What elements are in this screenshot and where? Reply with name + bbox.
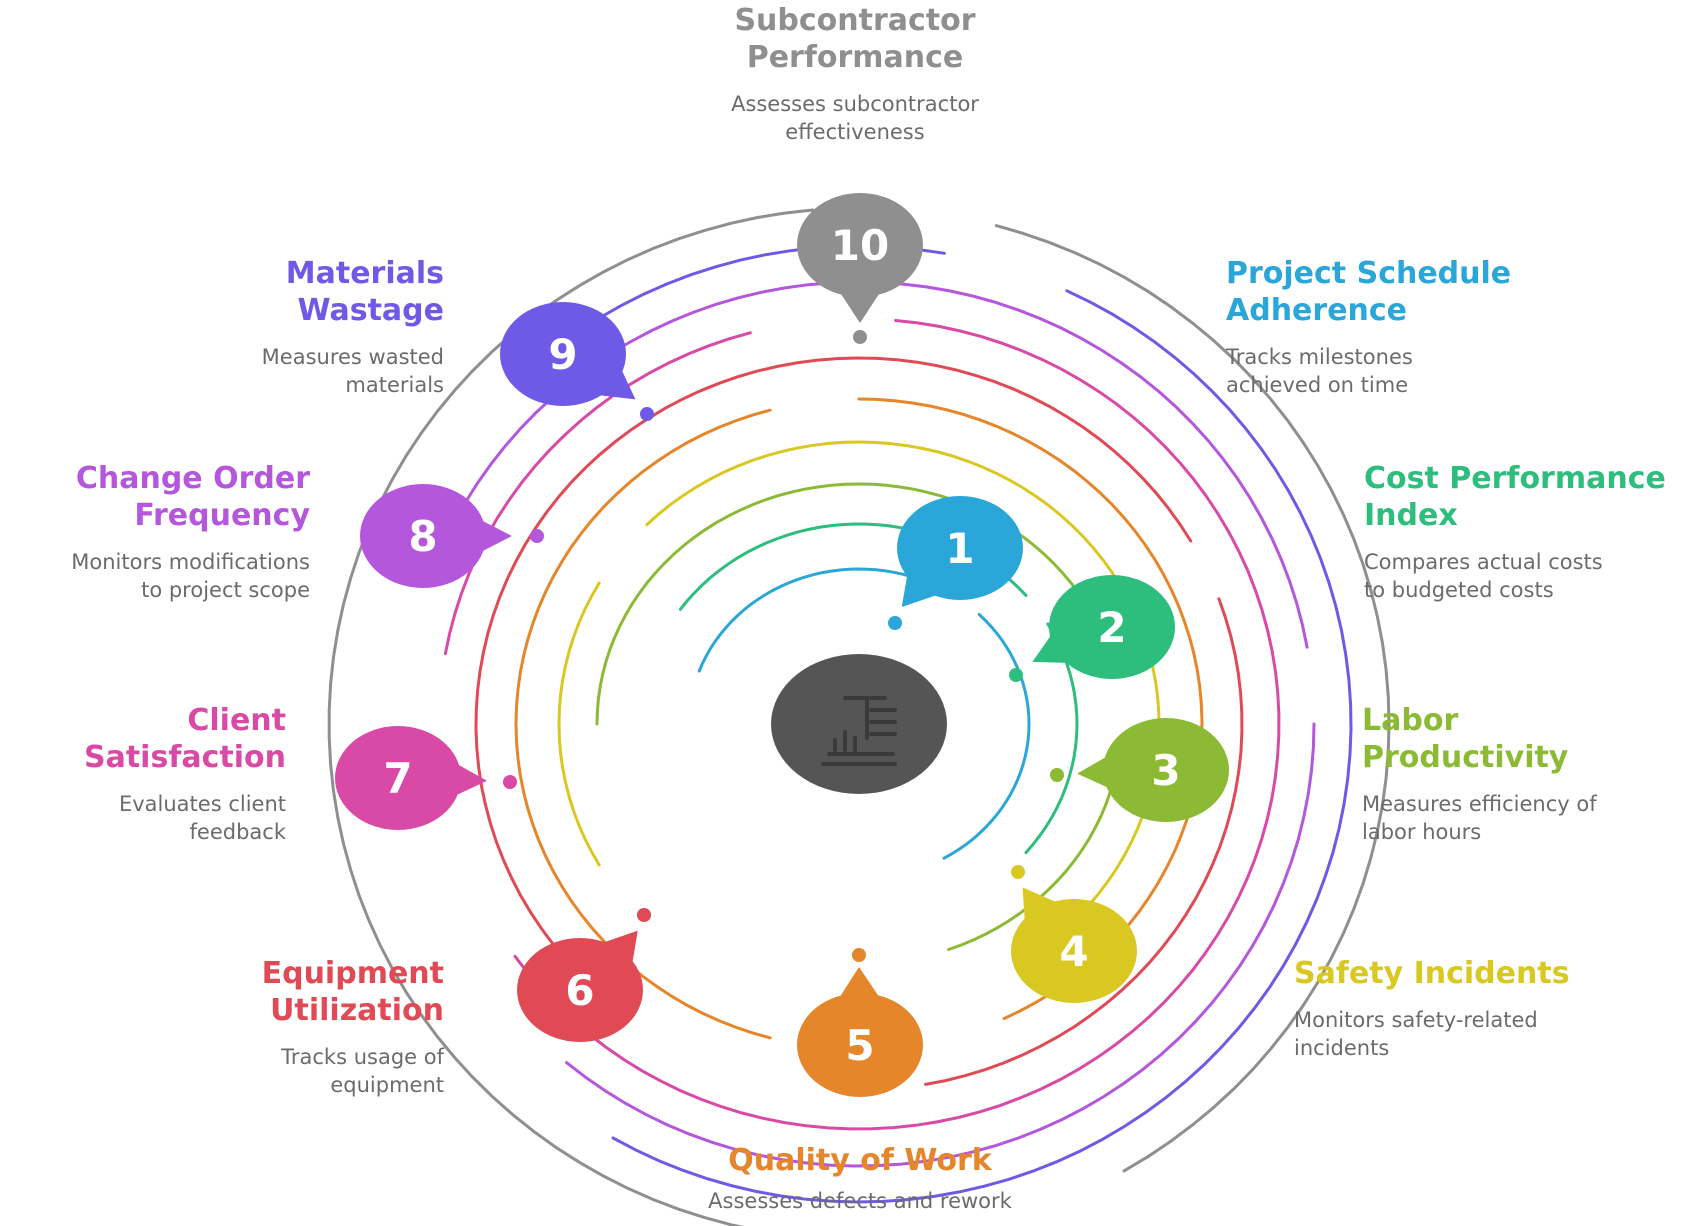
connector-dot-6 — [637, 908, 651, 922]
connector-dot-10 — [853, 330, 867, 344]
item-title: Subcontractor Performance — [734, 3, 976, 75]
pin-number: 6 — [565, 966, 594, 1015]
pin-number: 4 — [1059, 927, 1088, 976]
connector-dot-2 — [1009, 668, 1023, 682]
pin-number: 2 — [1097, 603, 1126, 652]
ring-arc — [557, 581, 601, 867]
pin-number: 7 — [383, 754, 412, 803]
ring-arc — [327, 208, 815, 1226]
ring-arc — [645, 440, 1161, 957]
item-title: Safety Incidents — [1294, 956, 1570, 991]
item-description: Measures wasted materials — [261, 345, 444, 397]
ring-arc — [924, 597, 1244, 1086]
connector-dot-5 — [852, 948, 866, 962]
pin-body — [1011, 899, 1137, 1003]
pin-body — [335, 726, 461, 830]
pin-6: 6 — [517, 930, 643, 1042]
item-description: Tracks milestones achieved on time — [1226, 345, 1413, 397]
item-title: Labor Productivity — [1362, 703, 1569, 775]
connector-dot-1 — [888, 616, 902, 630]
connector-dot-4 — [1011, 865, 1025, 879]
pin-body — [897, 496, 1023, 600]
ring-arc — [697, 567, 946, 673]
label-client-satisfaction: Client Satisfaction Evaluates client fee… — [46, 702, 286, 846]
connector-dot-9 — [640, 407, 654, 421]
pin-3: 3 — [1077, 718, 1229, 822]
pin-pointer — [836, 287, 884, 323]
label-cost-performance-index: Cost Performance Index Compares actual c… — [1364, 460, 1690, 604]
connector-dot-8 — [530, 529, 544, 543]
pin-2: 2 — [1032, 575, 1175, 679]
item-title: Change Order Frequency — [75, 461, 310, 533]
ring-arc — [942, 612, 1031, 860]
ring-1 — [697, 567, 1031, 860]
label-labor-productivity: Labor Productivity Measures efficiency o… — [1362, 702, 1688, 846]
item-description: Monitors modifications to project scope — [71, 550, 310, 602]
item-title: Cost Performance Index — [1364, 461, 1666, 533]
item-description: Assesses defects and rework — [708, 1189, 1012, 1213]
pin-body — [1049, 575, 1175, 679]
item-title: Project Schedule Adherence — [1226, 256, 1512, 328]
pin-body — [360, 484, 486, 588]
item-description: Monitors safety-related incidents — [1294, 1008, 1538, 1060]
pin-8: 8 — [360, 484, 512, 588]
label-project-schedule-adherence: Project Schedule Adherence Tracks milest… — [1226, 255, 1646, 399]
ring-arc — [595, 482, 1114, 726]
center-hub — [771, 654, 947, 794]
ring-10 — [327, 208, 1391, 1226]
item-title: Materials Wastage — [285, 256, 444, 328]
ring-7 — [443, 319, 1281, 1131]
item-title: Client Satisfaction — [83, 703, 286, 775]
pin-1: 1 — [897, 496, 1023, 607]
label-change-order-frequency: Change Order Frequency Monitors modifica… — [4, 460, 310, 604]
pin-number: 8 — [408, 512, 437, 561]
pin-body — [797, 193, 923, 297]
item-title: Equipment Utilization — [261, 956, 444, 1028]
pin-number: 1 — [945, 524, 974, 573]
ring-arc — [994, 224, 1391, 1173]
pin-body — [1103, 718, 1229, 822]
connector-dot-3 — [1050, 768, 1064, 782]
item-description: Tracks usage of equipment — [281, 1045, 444, 1097]
ring-4 — [557, 440, 1161, 957]
label-quality-of-work: Quality of Work Assesses defects and rew… — [600, 1142, 1120, 1215]
pin-body — [517, 938, 643, 1042]
pin-pointer — [836, 967, 883, 1003]
pin-9: 9 — [500, 302, 636, 406]
pin-5: 5 — [797, 967, 923, 1097]
ring-arc — [443, 331, 752, 656]
item-description: Assesses subcontractor effectiveness — [731, 92, 979, 144]
pin-number: 5 — [845, 1021, 874, 1070]
item-description: Evaluates client feedback — [118, 792, 286, 844]
connector-dot-7 — [503, 775, 517, 789]
ring-arc — [565, 722, 1316, 1168]
pin-4: 4 — [1011, 887, 1137, 1003]
pin-body — [500, 302, 626, 406]
ring-arc — [513, 319, 1281, 1131]
label-materials-wastage: Materials Wastage Measures wasted materi… — [144, 255, 444, 399]
pin-7: 7 — [335, 726, 487, 830]
chart-report-icon — [821, 696, 897, 766]
ring-arc — [611, 289, 1353, 1204]
item-description: Measures efficiency of labor hours — [1362, 792, 1597, 844]
label-safety-incidents: Safety Incidents Monitors safety-related… — [1294, 955, 1684, 1062]
pin-number: 10 — [831, 221, 889, 270]
pin-number: 3 — [1151, 746, 1180, 795]
pin-10: 10 — [797, 193, 923, 323]
label-subcontractor-performance: Subcontractor Performance Assesses subco… — [655, 2, 1055, 146]
pin-body — [797, 993, 923, 1097]
pin-number: 9 — [548, 330, 577, 379]
item-description: Compares actual costs to budgeted costs — [1364, 550, 1603, 602]
label-equipment-utilization: Equipment Utilization Tracks usage of eq… — [164, 955, 444, 1099]
item-title: Quality of Work — [728, 1143, 992, 1178]
